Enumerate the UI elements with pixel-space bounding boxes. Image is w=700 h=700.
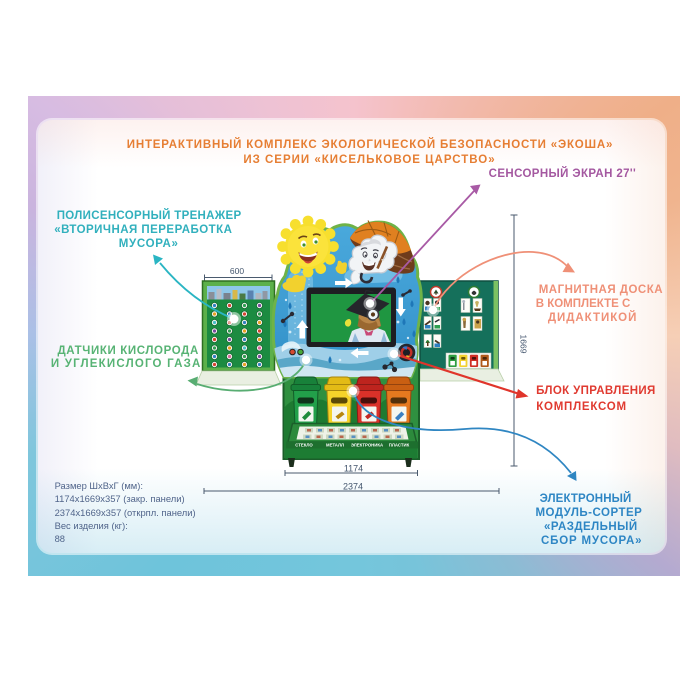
svg-text:СТЕКЛО: СТЕКЛО: [295, 443, 313, 448]
svg-text:1669: 1669: [519, 335, 529, 354]
svg-text:МЕТАЛЛ: МЕТАЛЛ: [326, 443, 344, 448]
svg-text:600: 600: [230, 266, 244, 276]
svg-text:ЭЛЕКТРОНИКА: ЭЛЕКТРОНИКА: [351, 443, 383, 448]
svg-text:1174: 1174: [344, 464, 363, 474]
svg-text:ПЛАСТИК: ПЛАСТИК: [389, 443, 410, 448]
svg-text:2374: 2374: [343, 481, 363, 491]
